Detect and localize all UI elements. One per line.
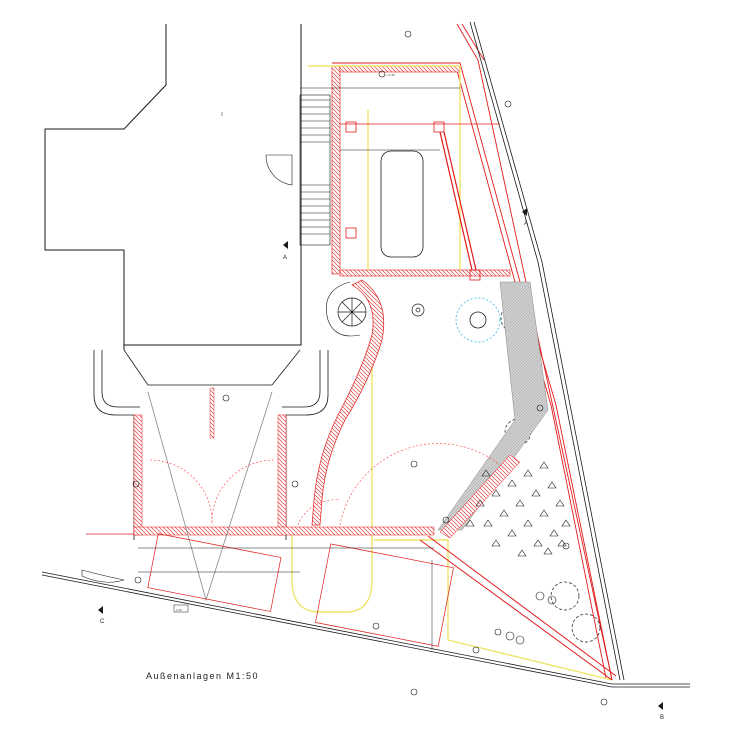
drawing-title: Außenanlagen M1:50 [146,671,259,681]
carport-walls [331,65,511,277]
parked-car [380,150,424,258]
tree-circle [455,297,501,343]
east-boundary-line [469,21,625,681]
section-a-right-label: A [524,221,528,227]
section-a-left-label: A [283,255,287,261]
south-boundary-line [41,571,690,688]
curved-garden-wall [311,279,385,526]
terrace-structure [93,349,435,602]
door-swings [149,443,507,526]
section-b-label: B [660,715,664,721]
planned-areas [86,533,617,681]
ref-label-top: + 0,45 [386,73,395,77]
gray-walkway [437,281,549,539]
dimension-lines [138,87,460,650]
dim-label-bottom: 3,10 [176,608,182,612]
entrance-stair [265,94,331,246]
carport-posts [340,121,500,281]
section-c-label: C [100,619,105,625]
ground-cover-planting [465,461,571,557]
section-markers: A A C B [98,208,664,721]
level-markers [132,30,608,706]
annotation-labels: 3,10 + 0,45 [173,73,395,613]
south-plants [81,569,557,645]
existing-building [44,24,302,350]
